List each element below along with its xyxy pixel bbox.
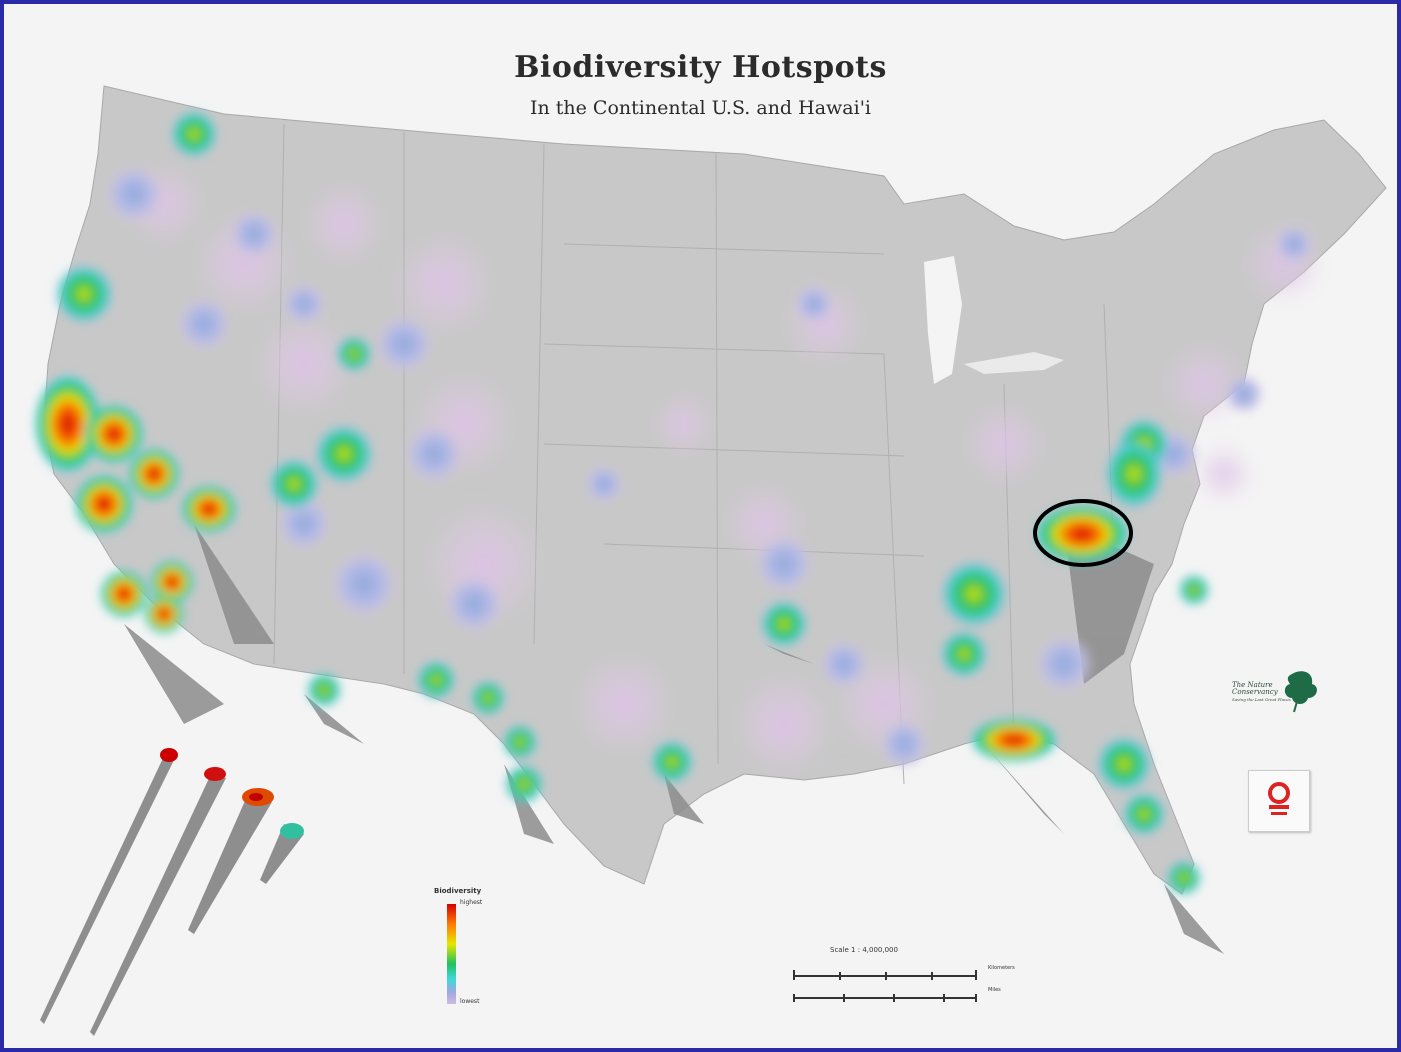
map-subtitle: In the Continental U.S. and Hawai'i [529, 97, 872, 119]
legend-high-label: highest [460, 899, 483, 906]
legend-title: Biodiversity [434, 887, 482, 895]
nature-conservancy-logo [1284, 671, 1317, 713]
organization-name: The Nature Conservancy Saving the Last G… [1232, 682, 1302, 703]
organization-label: The Nature Conservancy [1232, 681, 1278, 696]
scale-label: Scale 1 : 4,000,000 [830, 946, 898, 954]
map-title: Biodiversity Hotspots [514, 50, 887, 85]
legend-color-bar [447, 904, 456, 1004]
scale-bar [793, 970, 977, 1002]
highest-biodiversity-areas [34, 374, 1164, 762]
legend-low-label: lowest [460, 998, 480, 1005]
organization-tagline: Saving the Last Great Places [1232, 697, 1291, 702]
highlight-circle [1033, 499, 1133, 567]
hawaii-islands [40, 748, 304, 1036]
high-biodiversity-areas [54, 110, 1210, 896]
continental-us-landmass [43, 85, 1387, 895]
low-biodiversity-areas [124, 164, 1324, 774]
scale-units-km: Kilometers [988, 965, 1015, 971]
moderate-biodiversity-areas [104, 164, 1314, 769]
hotspot-map [34, 85, 1387, 1036]
partner-logo-icon [1268, 782, 1290, 815]
partner-badge [1248, 770, 1310, 832]
map-frame: Biodiversity Hotspots In the Continental… [4, 4, 1397, 1048]
scale-units-miles: Miles [988, 987, 1001, 993]
